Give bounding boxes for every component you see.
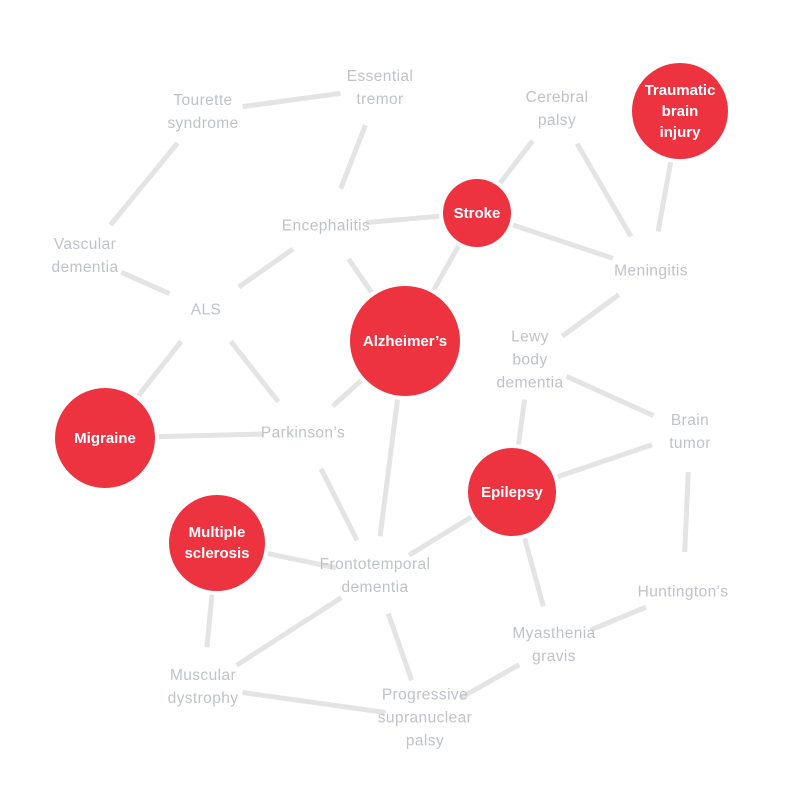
node-label: Huntington’s	[637, 583, 729, 601]
node-stroke: Stroke	[443, 179, 511, 247]
edge-muscular-dystrophy-progressive-supranuclear-palsy	[242, 690, 386, 715]
edge-alzheimers-frontotemporal-dementia	[377, 399, 400, 537]
node-huntingtons: Huntington’s	[608, 581, 758, 604]
edge-encephalitis-als	[237, 246, 295, 290]
node-muscular-dystrophy: Muscular dystrophy	[128, 664, 278, 710]
node-label: Tourette syndrome	[167, 92, 239, 132]
node-label: Migraine	[74, 429, 136, 447]
node-essential-tremor: Essential tremor	[305, 65, 455, 111]
edge-tourette-syndrome-vascular-dementia	[108, 141, 180, 227]
edge-huntingtons-myasthenia-gravis	[590, 604, 647, 633]
edge-brain-tumor-huntingtons	[682, 471, 691, 553]
node-multiple-sclerosis: Multiple sclerosis	[169, 495, 265, 591]
edge-multiple-sclerosis-frontotemporal-dementia	[267, 551, 337, 571]
node-traumatic-brain-injury: Traumatic brain injury	[632, 63, 728, 159]
node-epilepsy: Epilepsy	[468, 448, 556, 536]
node-label: Encephalitis	[281, 217, 371, 235]
node-label: Muscular dystrophy	[167, 667, 239, 707]
node-label: Multiple sclerosis	[184, 524, 250, 562]
edge-migraine-parkinsons	[158, 431, 264, 440]
node-brain-tumor: Brain tumor	[615, 409, 765, 455]
edge-alzheimers-parkinsons	[331, 378, 363, 409]
edge-brain-tumor-epilepsy	[556, 442, 653, 480]
edge-frontotemporal-dementia-progressive-supranuclear-palsy	[385, 612, 415, 682]
edge-multiple-sclerosis-muscular-dystrophy	[204, 594, 215, 648]
node-myasthenia-gravis: Myasthenia gravis	[479, 622, 629, 668]
node-migraine: Migraine	[55, 388, 155, 488]
node-label: Cerebral palsy	[525, 89, 589, 129]
node-meningitis: Meningitis	[576, 260, 726, 283]
edge-meningitis-lewy-body-dementia	[560, 292, 621, 339]
edge-frontotemporal-dementia-muscular-dystrophy	[235, 595, 343, 668]
node-frontotemporal-dementia: Frontotemporal dementia	[300, 553, 450, 599]
node-tourette-syndrome: Tourette syndrome	[128, 89, 278, 135]
edge-stroke-meningitis	[512, 222, 614, 261]
node-label: Parkinson’s	[260, 424, 346, 442]
edge-encephalitis-stroke	[365, 213, 440, 226]
edge-myasthenia-gravis-progressive-supranuclear-palsy	[458, 662, 521, 701]
node-label: Frontotemporal dementia	[319, 556, 431, 596]
node-label: Epilepsy	[481, 483, 543, 501]
node-label: Brain tumor	[669, 412, 711, 452]
node-label: Myasthenia gravis	[512, 625, 596, 665]
node-als: ALS	[131, 299, 281, 322]
node-progressive-supranuclear-palsy: Progressive supranuclear palsy	[350, 684, 500, 753]
edge-epilepsy-myasthenia-gravis	[522, 537, 546, 608]
node-label: Alzheimer’s	[362, 332, 448, 350]
edge-cerebral-palsy-meningitis	[574, 142, 634, 238]
edge-traumatic-brain-injury-meningitis	[655, 161, 674, 233]
node-label: Stroke	[453, 204, 501, 222]
edge-tourette-syndrome-essential-tremor	[242, 90, 341, 110]
node-label: ALS	[190, 301, 222, 319]
edge-parkinsons-frontotemporal-dementia	[318, 467, 360, 542]
edge-cerebral-palsy-stroke	[498, 139, 535, 185]
node-label: Traumatic brain injury	[644, 81, 716, 141]
node-label: Progressive supranuclear palsy	[377, 686, 473, 750]
edge-stroke-alzheimers	[431, 244, 461, 291]
node-lewy-body-dementia: Lewy body dementia	[455, 326, 605, 395]
edge-vascular-dementia-als	[120, 270, 171, 296]
edge-essential-tremor-encephalitis	[338, 124, 368, 190]
node-alzheimers: Alzheimer’s	[350, 286, 460, 396]
node-label: Meningitis	[614, 262, 688, 280]
node-encephalitis: Encephalitis	[251, 215, 401, 238]
node-cerebral-palsy: Cerebral palsy	[482, 86, 632, 132]
node-parkinsons: Parkinson’s	[228, 422, 378, 445]
edge-als-migraine	[136, 339, 184, 398]
edge-lewy-body-dementia-epilepsy	[516, 399, 528, 445]
node-label: Vascular dementia	[51, 236, 119, 276]
node-label: Essential tremor	[346, 68, 414, 108]
node-vascular-dementia: Vascular dementia	[10, 233, 160, 279]
edge-lewy-body-dementia-brain-tumor	[565, 374, 655, 418]
edge-als-parkinsons	[228, 339, 281, 404]
edge-epilepsy-frontotemporal-dementia	[407, 514, 473, 558]
edge-encephalitis-alzheimers	[346, 257, 374, 294]
node-label: Lewy body dementia	[496, 328, 564, 392]
